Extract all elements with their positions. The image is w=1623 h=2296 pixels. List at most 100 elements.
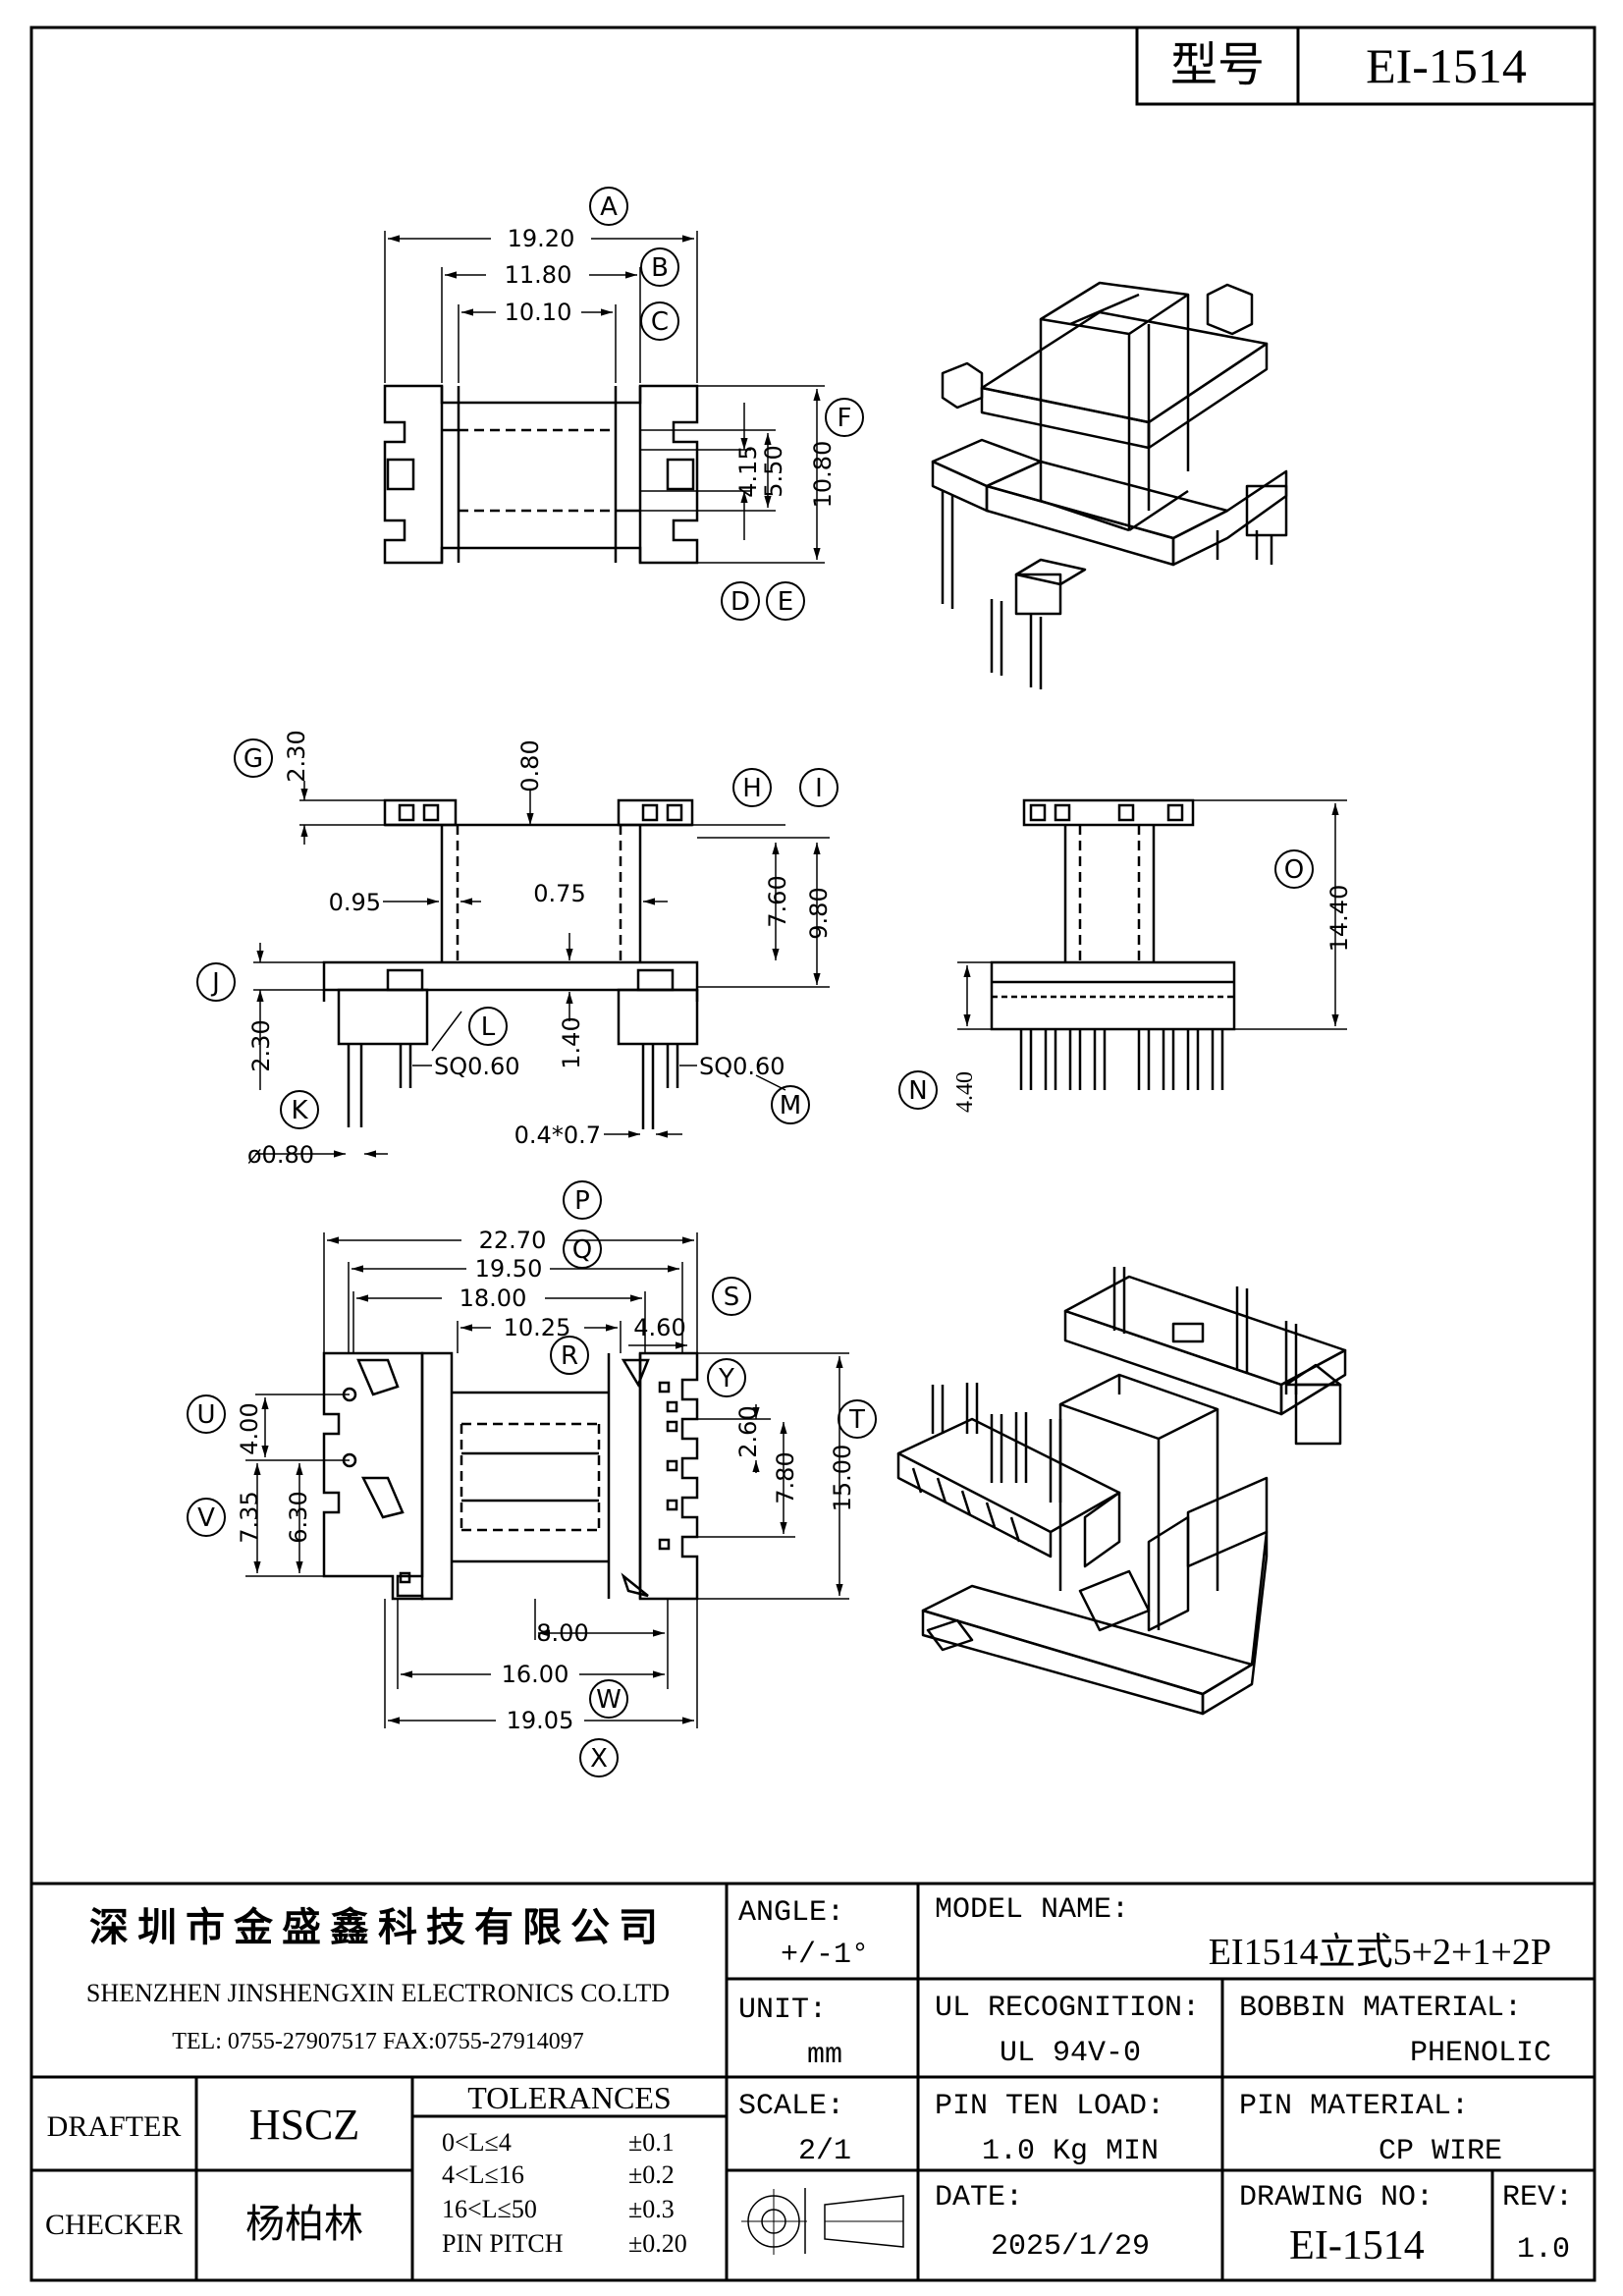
balloon-h: H xyxy=(742,774,762,803)
title-block xyxy=(31,1882,1595,2280)
dim-o: 14.40 xyxy=(1325,885,1353,953)
pin-material-value: CP WIRE xyxy=(1379,2135,1502,2168)
tol-value-2: ±0.2 xyxy=(628,2160,675,2189)
pin-load-value: 1.0 Kg MIN xyxy=(982,2135,1159,2168)
balloon-f: F xyxy=(838,404,852,433)
rev-value: 1.0 xyxy=(1517,2233,1570,2267)
balloon-b: B xyxy=(651,253,669,283)
dim-q: 19.50 xyxy=(475,1255,543,1283)
top-view xyxy=(383,231,825,565)
model-name-label: MODEL NAME: xyxy=(935,1893,1129,1927)
scale-value: 2/1 xyxy=(798,2135,851,2168)
dim-140: 1.40 xyxy=(558,1016,585,1068)
balloon-v: V xyxy=(197,1503,215,1533)
dim-sq-left: SQ0.60 xyxy=(434,1053,520,1080)
balloon-j: J xyxy=(210,968,220,998)
side-view xyxy=(957,798,1347,1090)
checker-label: CHECKER xyxy=(45,2209,183,2241)
tol-range-2: 4<L≤16 xyxy=(442,2160,524,2189)
dim-f: 10.80 xyxy=(809,441,837,509)
unit-label: UNIT: xyxy=(738,1994,827,2027)
pin-material-label: PIN MATERIAL: xyxy=(1239,2090,1469,2123)
dim-y: 2.60 xyxy=(734,1405,762,1457)
date-value: 2025/1/29 xyxy=(991,2230,1150,2264)
drafter-value: HSCZ xyxy=(249,2101,359,2149)
company-en: SHENZHEN JINSHENGXIN ELECTRONICS CO.LTD xyxy=(86,1979,670,2007)
balloon-l: L xyxy=(481,1012,496,1042)
tol-value-4: ±0.20 xyxy=(628,2229,687,2258)
dim-18: 18.00 xyxy=(460,1285,527,1312)
dim-c: 10.10 xyxy=(505,299,572,326)
iso-view-top xyxy=(931,281,1288,689)
balloon-w: W xyxy=(596,1685,622,1715)
bottom-view-dimensions: 22.70 19.50 18.00 10.25 4.60 4.00 7.35 6… xyxy=(236,1227,856,1734)
angle-label: ANGLE: xyxy=(738,1896,844,1930)
company-contact: TEL: 0755-27907517 FAX:0755-27914097 xyxy=(172,2029,584,2054)
ul-value: UL 94V-0 xyxy=(1000,2037,1141,2070)
tol-range-3: 16<L≤50 xyxy=(442,2195,537,2223)
balloon-u: U xyxy=(196,1400,215,1430)
model-value: EI-1514 xyxy=(1366,38,1527,93)
dim-w: 16.00 xyxy=(502,1661,569,1688)
tol-value-3: ±0.3 xyxy=(628,2195,675,2223)
model-label: 型号 xyxy=(1170,37,1265,92)
front-view xyxy=(253,781,830,1158)
tol-value-1: ±0.1 xyxy=(628,2128,675,2157)
dim-630: 6.30 xyxy=(285,1491,312,1543)
sheet-border xyxy=(29,26,1596,2282)
dim-780: 7.80 xyxy=(772,1451,799,1503)
tolerances-label: TOLERANCES xyxy=(467,2080,671,2115)
balloon-i: I xyxy=(815,774,823,803)
balloon-x: X xyxy=(590,1744,608,1774)
dim-u: 4.00 xyxy=(236,1402,263,1454)
balloon-n: N xyxy=(908,1076,927,1106)
dim-s: 4.60 xyxy=(633,1314,685,1341)
balloon-k: K xyxy=(291,1096,308,1125)
dim-r: 10.25 xyxy=(504,1314,571,1341)
dim-n: 4.40 xyxy=(952,1071,978,1113)
front-view-dimensions: 2.30 0.80 0.95 0.75 7.60 9.80 2.30 1.40 … xyxy=(247,730,833,1169)
dim-075: 0.75 xyxy=(533,880,585,907)
rev-label: REV: xyxy=(1502,2181,1573,2214)
tol-range-4: PIN PITCH xyxy=(442,2229,564,2258)
dim-m: 0.4*0.7 xyxy=(514,1121,601,1149)
balloon-y: Y xyxy=(718,1364,734,1394)
dim-095: 0.95 xyxy=(329,889,381,916)
dim-j: 2.30 xyxy=(247,1019,275,1071)
top-view-balloons xyxy=(589,187,864,621)
dim-760: 7.60 xyxy=(764,875,791,927)
balloon-c: C xyxy=(651,307,669,337)
iso-view-bottom xyxy=(896,1267,1347,1716)
drawing-no-label: DRAWING NO: xyxy=(1239,2181,1434,2214)
balloon-e: E xyxy=(778,587,793,617)
unit-value: mm xyxy=(807,2039,842,2072)
balloon-o: O xyxy=(1284,855,1304,885)
balloon-m: M xyxy=(780,1091,801,1121)
dim-800: 8.00 xyxy=(536,1619,588,1647)
dim-sq-right: SQ0.60 xyxy=(699,1053,785,1080)
balloon-t: T xyxy=(848,1405,865,1435)
dim-p: 22.70 xyxy=(479,1227,547,1254)
scale-label: SCALE: xyxy=(738,2090,844,2123)
top-view-dimensions: 19.20 11.80 10.10 4.15 5.50 10.80 xyxy=(505,225,837,508)
ul-label: UL RECOGNITION: xyxy=(935,1992,1200,2025)
balloon-a: A xyxy=(600,192,618,222)
company-cn: 深圳市金盛鑫科技有限公司 xyxy=(89,1905,667,1950)
model-header: 型号 EI-1514 xyxy=(1135,26,1596,106)
balloon-g: G xyxy=(243,744,263,774)
bobbin-value: PHENOLIC xyxy=(1410,2037,1551,2070)
balloon-r: R xyxy=(561,1341,578,1371)
bottom-view xyxy=(245,1232,849,1728)
angle-value: +/-1° xyxy=(781,1939,869,1972)
bobbin-label: BOBBIN MATERIAL: xyxy=(1239,1992,1522,2025)
dim-a: 19.20 xyxy=(508,225,575,252)
balloon-q: Q xyxy=(572,1235,592,1265)
dim-d: 4.15 xyxy=(734,445,762,497)
balloon-d: D xyxy=(730,587,750,617)
date-label: DATE: xyxy=(935,2181,1023,2214)
dim-k: ø0.80 xyxy=(247,1141,314,1169)
dim-g: 2.30 xyxy=(283,730,310,782)
balloon-p: P xyxy=(574,1186,590,1216)
tol-range-1: 0<L≤4 xyxy=(442,2128,512,2157)
dim-980: 9.80 xyxy=(805,887,833,939)
